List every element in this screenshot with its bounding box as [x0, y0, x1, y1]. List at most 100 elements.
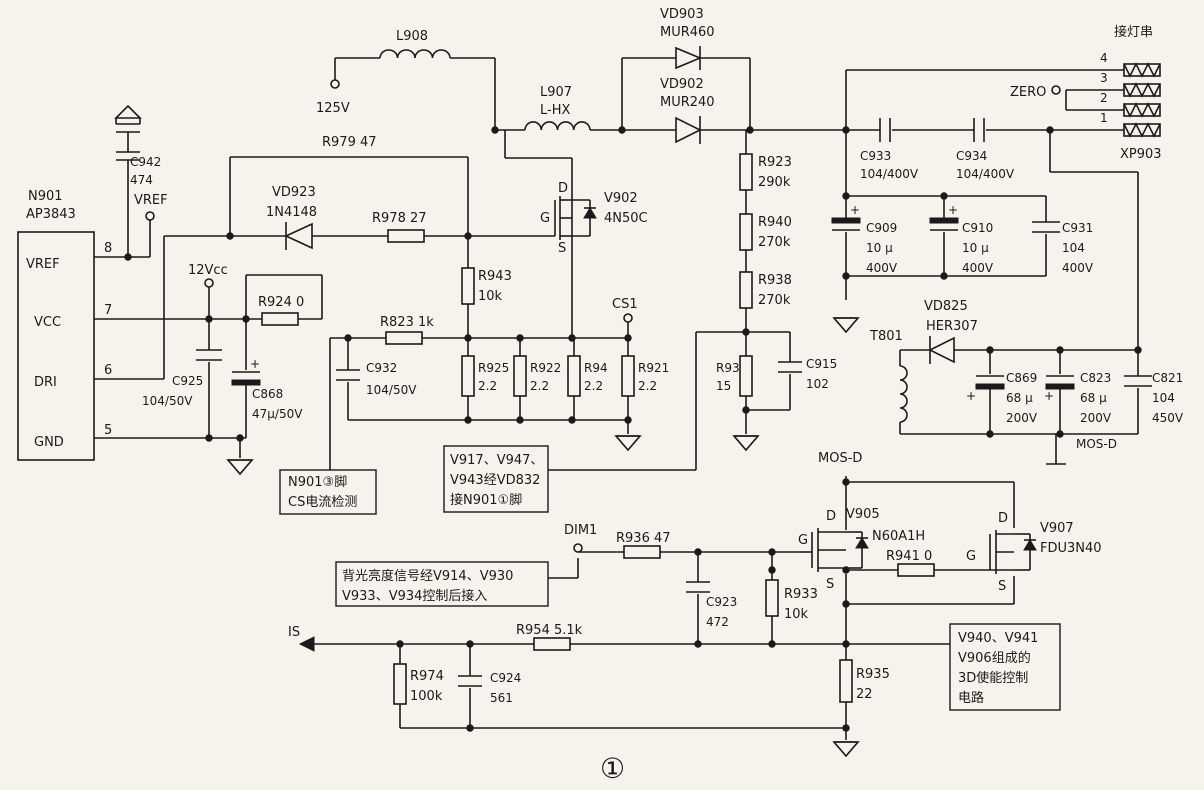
svg-text:R924 0: R924 0 — [258, 295, 304, 310]
svg-text:V943经VD832: V943经VD832 — [450, 473, 540, 488]
diode-vd903: VD903 MUR460 — [660, 7, 715, 70]
net-cs1: CS1 — [612, 297, 638, 312]
capacitor-c915: C915 102 — [778, 357, 837, 391]
note-cs-detect: N901③脚 CS电流检测 — [279, 469, 377, 515]
svg-text:C910: C910 — [962, 221, 993, 235]
svg-text:N901③脚: N901③脚 — [288, 474, 347, 490]
svg-text:N60A1H: N60A1H — [872, 529, 925, 544]
c942-value: 474 — [130, 173, 153, 187]
resistor-r938: R938 270k — [739, 271, 792, 309]
svg-text:+: + — [250, 357, 260, 371]
capacitor-c869: + C869 68 μ 200V — [966, 371, 1038, 425]
svg-text:400V: 400V — [962, 261, 994, 275]
svg-text:15: 15 — [716, 379, 731, 393]
c942-ref: C942 — [130, 155, 161, 169]
c868-value: 47μ/50V — [252, 407, 303, 421]
wires-dimming — [312, 476, 1015, 740]
svg-text:C934: C934 — [956, 149, 987, 163]
svg-text:200V: 200V — [1080, 411, 1112, 425]
inductor-l908: L908 — [379, 29, 451, 59]
net-dim1: DIM1 — [564, 523, 597, 538]
svg-text:C821: C821 — [1152, 371, 1183, 385]
svg-text:R823 1k: R823 1k — [380, 315, 434, 330]
r979-label: R979 47 — [322, 135, 377, 150]
c942-ground — [114, 104, 142, 133]
svg-text:R922: R922 — [530, 361, 561, 375]
svg-text:L-HX: L-HX — [540, 103, 570, 118]
svg-text:VD923: VD923 — [272, 185, 316, 200]
capacitor-c925 — [196, 349, 222, 362]
svg-text:270k: 270k — [758, 293, 791, 308]
svg-text:C932: C932 — [366, 361, 397, 375]
svg-text:R978 27: R978 27 — [372, 211, 427, 226]
wires-top — [334, 57, 1050, 338]
svg-text:L908: L908 — [396, 29, 428, 44]
svg-text:100k: 100k — [410, 689, 443, 704]
svg-text:10 μ: 10 μ — [962, 241, 989, 255]
resistor-r974: R974 100k — [393, 663, 444, 705]
net-is: IS — [288, 625, 300, 640]
c925-value: 104/50V — [142, 394, 193, 408]
ic-pin-label-dri: DRI — [34, 375, 57, 390]
diode-vd923: VD923 1N4148 — [266, 185, 317, 250]
resistor-r978: R978 27 — [372, 211, 427, 243]
resistor-r823: R823 1k — [380, 315, 434, 345]
resistor-r954: R954 5.1k — [516, 623, 583, 651]
ground-symbol — [833, 741, 859, 757]
svg-text:T801: T801 — [869, 329, 903, 344]
svg-text:C931: C931 — [1062, 221, 1093, 235]
svg-text:XP903: XP903 — [1120, 147, 1162, 162]
ic-pin-num-8: 8 — [104, 241, 112, 256]
svg-text:104: 104 — [1152, 391, 1175, 405]
capacitor-c821: C821 104 450V — [1124, 371, 1184, 425]
svg-text:+: + — [850, 203, 860, 217]
net-mos-d: MOS-D — [818, 451, 862, 466]
svg-text:R954 5.1k: R954 5.1k — [516, 623, 583, 638]
wires-cs — [329, 322, 629, 470]
svg-text:R938: R938 — [758, 273, 792, 288]
svg-text:10 μ: 10 μ — [866, 241, 893, 255]
capacitor-c923: C923 472 — [686, 581, 737, 629]
svg-text:V902: V902 — [604, 191, 638, 206]
capacitor-c909: + C909 10 μ 400V — [831, 203, 898, 275]
note-3d-enable: V940、V941 V906组成的 3D使能控制 电路 — [949, 623, 1061, 711]
svg-text:VD825: VD825 — [924, 299, 968, 314]
svg-text:3D使能控制: 3D使能控制 — [958, 670, 1028, 686]
svg-text:V917、V947、: V917、V947、 — [450, 453, 543, 468]
svg-text:C933: C933 — [860, 149, 891, 163]
capacitor-c932: C932 104/50V — [336, 361, 417, 397]
resistor-array-cs: R925 R922 R94 R921 2.2 2.2 2.2 2.2 — [461, 355, 669, 397]
svg-text:104/50V: 104/50V — [366, 383, 417, 397]
svg-text:C924: C924 — [490, 671, 521, 685]
svg-text:C915: C915 — [806, 357, 837, 371]
svg-text:R935: R935 — [856, 667, 890, 682]
svg-text:1N4148: 1N4148 — [266, 205, 317, 220]
svg-text:1: 1 — [1100, 111, 1108, 125]
svg-text:R940: R940 — [758, 215, 792, 230]
svg-text:561: 561 — [490, 691, 513, 705]
svg-text:104/400V: 104/400V — [860, 167, 919, 181]
svg-text:V933、V934控制后接入: V933、V934控制后接入 — [342, 588, 487, 604]
svg-text:R921: R921 — [638, 361, 669, 375]
svg-text:HER307: HER307 — [926, 319, 978, 334]
transformer-t801: T801 — [869, 329, 1139, 465]
svg-text:接N901①脚: 接N901①脚 — [450, 492, 522, 508]
ic-pin-num-7: 7 — [104, 303, 112, 318]
svg-text:270k: 270k — [758, 235, 791, 250]
ic-pin-num-6: 6 — [104, 363, 112, 378]
svg-text:400V: 400V — [1062, 261, 1094, 275]
capacitor-c934: C934 104/400V — [956, 118, 1015, 181]
ic-pin-label-vref: VREF — [26, 257, 60, 272]
svg-text:4: 4 — [1100, 51, 1108, 65]
capacitor-c910: + C910 10 μ 400V — [929, 203, 994, 275]
svg-text:450V: 450V — [1152, 411, 1184, 425]
ic-pin-label-gnd: GND — [34, 435, 64, 450]
svg-text:D: D — [998, 511, 1008, 526]
svg-text:10k: 10k — [784, 607, 809, 622]
ic-n901: N901 AP3843 VREF VCC DRI GND 8 7 6 5 — [17, 189, 112, 461]
svg-text:+: + — [966, 389, 976, 403]
net-mos-d-secondary: MOS-D — [1076, 437, 1117, 451]
net-12vcc: 12Vcc — [188, 263, 228, 278]
capacitor-c933: C933 104/400V — [860, 118, 919, 181]
